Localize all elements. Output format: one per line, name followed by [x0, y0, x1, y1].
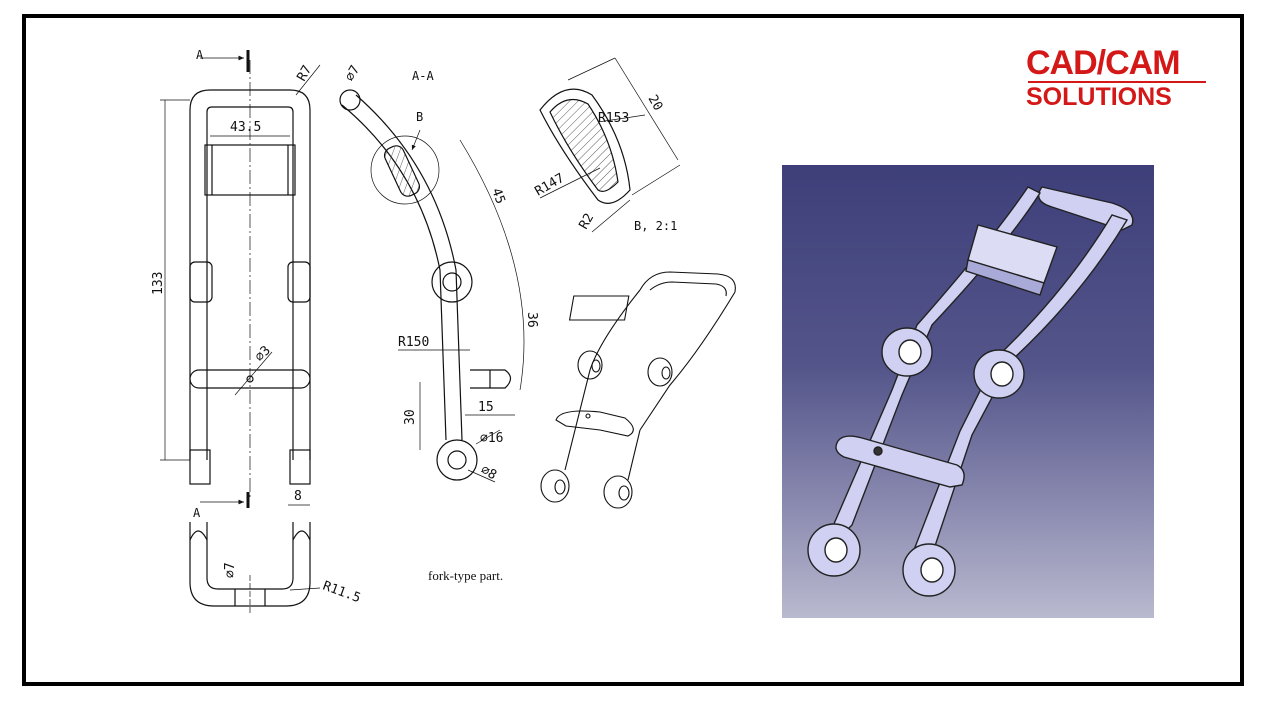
- cadcam-logo: CAD/CAM SOLUTIONS: [1026, 46, 1216, 110]
- logo-line2: SOLUTIONS: [1026, 83, 1172, 111]
- dim-r153: R153: [598, 111, 629, 126]
- dim-30: 30: [403, 409, 418, 425]
- detail-marker: B: [416, 110, 423, 124]
- dim-r147: R147: [533, 171, 568, 200]
- dim-r150: R150: [398, 335, 429, 350]
- dim-20: 20: [645, 93, 666, 114]
- 3d-part: [807, 186, 1134, 597]
- front-view: [160, 50, 321, 508]
- detail-view: [539, 57, 681, 233]
- dim-36: 36: [524, 312, 539, 328]
- dim-hole: ⌀3: [252, 343, 274, 365]
- logo-line1: CAD/CAM: [1026, 44, 1181, 82]
- dim-r11: R11.5: [321, 579, 363, 606]
- isometric-sketch: [540, 271, 736, 509]
- dim-bottom-tube: ⌀7: [223, 562, 238, 578]
- dim-side-tube: ⌀7: [342, 63, 363, 84]
- dim-width: 43.5: [230, 120, 261, 135]
- bottom-view: [189, 522, 321, 615]
- dim-45: 45: [488, 186, 507, 206]
- dim-15: 15: [478, 400, 494, 415]
- cut-label-bottom: A: [193, 506, 201, 520]
- detail-title: B, 2:1: [634, 219, 677, 233]
- logo-divider: [1028, 81, 1206, 83]
- dim-bore: ⌀8: [478, 462, 499, 483]
- 3d-render-viewport: [782, 165, 1154, 618]
- dim-height: 133: [151, 272, 166, 295]
- section-title: A-A: [412, 69, 434, 83]
- drawing-caption: fork-type part.: [428, 568, 504, 583]
- dim-tube: 8: [294, 489, 302, 504]
- dim-r7: R7: [294, 63, 315, 84]
- cut-label-top: A: [196, 48, 204, 62]
- dim-r2: R2: [576, 211, 597, 232]
- dim-boss: ⌀16: [480, 431, 503, 446]
- section-view: [339, 89, 525, 483]
